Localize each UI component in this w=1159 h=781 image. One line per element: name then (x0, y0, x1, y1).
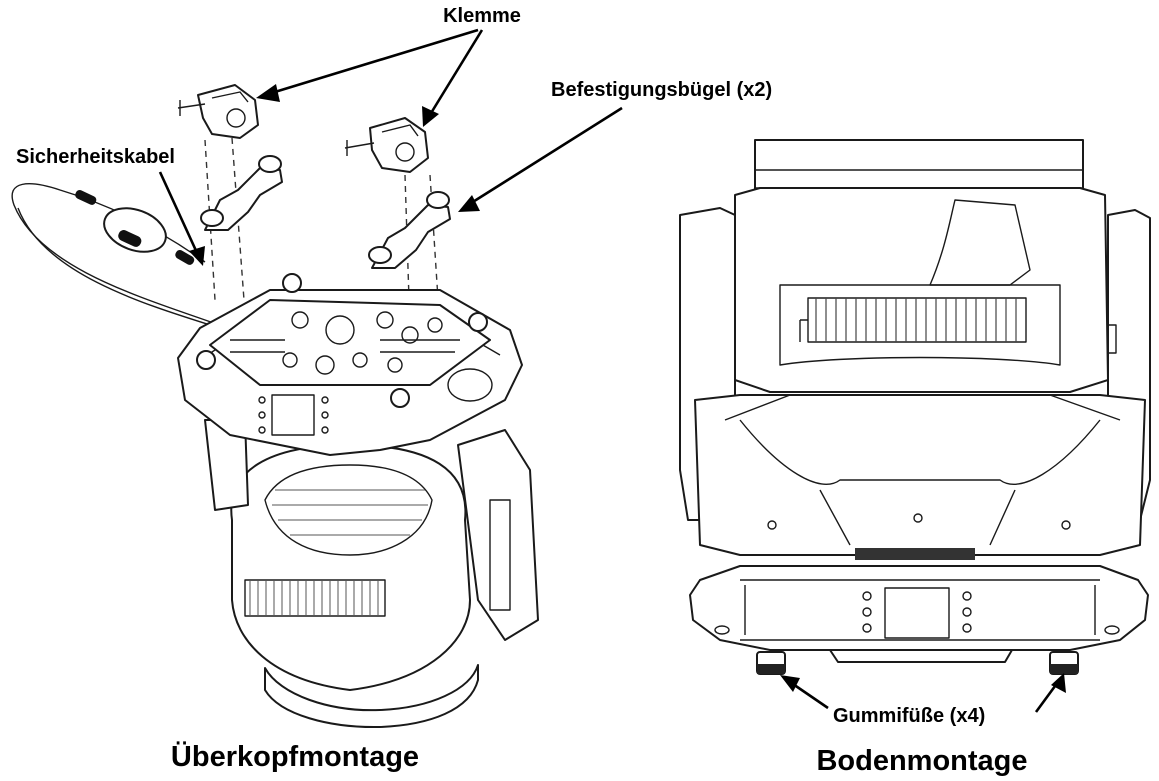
rubber-foot-left (756, 651, 786, 675)
bracket-1 (200, 155, 283, 231)
safety-cable (11, 183, 227, 331)
label-rubber-feet: Gummifüße (x4) (833, 705, 985, 727)
label-safety-cable: Sicherheitskabel (16, 146, 175, 168)
clamp-2 (344, 117, 429, 173)
label-bracket: Befestigungsbügel (x2) (551, 79, 772, 101)
bracket-2 (368, 191, 451, 269)
fixture-overhead (177, 273, 539, 729)
rubber-foot-right (1049, 651, 1079, 675)
overhead-mount-illustration (11, 84, 539, 729)
label-clamp: Klemme (443, 5, 521, 27)
caption-overhead-mount: Überkopfmontage (171, 740, 419, 773)
callout-arrows (158, 28, 1066, 713)
floor-mount-illustration (679, 139, 1151, 675)
clamp-1 (177, 84, 259, 139)
caption-floor-mount: Bodenmontage (816, 745, 1027, 777)
